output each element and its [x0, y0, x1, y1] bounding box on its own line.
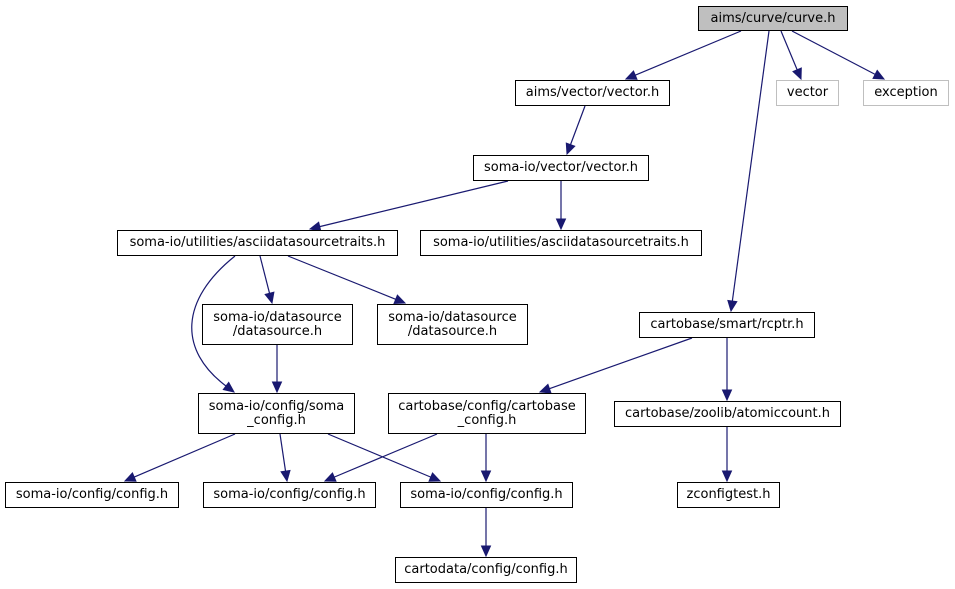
edge-atomiccount_h-to-zconfigtest_h: [721, 427, 733, 483]
edge-line: [259, 255, 271, 294]
node-cartodata-config-config-h[interactable]: cartodata/config/config.h: [395, 557, 577, 583]
edge-arrowhead: [480, 470, 492, 483]
edge-arrowhead: [538, 383, 552, 394]
edge-arrowhead: [323, 472, 337, 482]
edge-cartobase_config_h-to-config_h_3: [480, 434, 492, 483]
edge-curve_h-to-vector: [780, 30, 802, 81]
edge-ascii_traits_1-to-soma_config_h: [191, 255, 236, 393]
node-soma-io-utilities-asciidatasourcetraits-h[interactable]: soma-io/utilities/asciidatasourcetraits.…: [117, 230, 398, 256]
node-label: soma-io/config/config.h: [213, 487, 366, 502]
edge-soma_config_h-to-config_h_2: [279, 433, 291, 483]
node-label-line-1: soma-io/datasource: [213, 309, 342, 325]
edge-curve_h-to-rcptr_h: [727, 30, 770, 313]
node-label: cartobase/smart/rcptr.h: [650, 317, 804, 332]
node-label-line-1: cartobase/config/cartobase: [398, 398, 576, 414]
node-label: cartobase/zoolib/atomiccount.h: [625, 406, 830, 421]
edge-aims_vector_h-to-somaio_vector_h: [565, 105, 586, 156]
edge-rcptr_h-to-cartobase_config_h: [538, 337, 693, 394]
node-aims-vector-vector-h[interactable]: aims/vector/vector.h: [515, 80, 670, 106]
edge-curve_h-to-aims_vector_h: [624, 30, 742, 80]
node-cartobase-zoolib-atomiccount-h[interactable]: cartobase/zoolib/atomiccount.h: [614, 401, 841, 427]
edge-arrowhead: [565, 142, 576, 156]
node-soma-io-config-config-h[interactable]: soma-io/config/config.h: [400, 482, 573, 508]
edge-line: [191, 255, 236, 387]
edge-line: [780, 30, 798, 70]
edge-arrowhead: [727, 299, 738, 313]
node-label: soma-io/config/config.h: [410, 487, 563, 502]
edge-line: [549, 337, 693, 390]
node-label: aims/curve/curve.h: [710, 10, 836, 26]
node-cartobase-config-cartobase-config-h[interactable]: cartobase/config/cartobase _config.h: [388, 393, 586, 434]
edge-line: [319, 180, 509, 228]
edge-arrowhead: [222, 381, 235, 393]
node-label: soma-io/utilities/asciidatasourcetraits.…: [129, 235, 386, 250]
node-label-line-2: /datasource.h: [407, 323, 498, 339]
edge-somaio_vector_h-to-ascii_traits_1: [308, 180, 509, 232]
node-label-line-2: _config.h: [247, 412, 306, 428]
node-soma-io-utilities-asciidatasourcetraits-h[interactable]: soma-io/utilities/asciidatasourcetraits.…: [420, 230, 702, 256]
node-label: exception: [874, 85, 938, 100]
edge-config_h_3-to-cartodata_config_h: [480, 508, 492, 558]
edge-line: [634, 30, 742, 76]
edge-line: [791, 30, 876, 75]
edge-line: [279, 433, 287, 472]
node-label: soma-io/utilities/asciidatasourcetraits.…: [433, 235, 689, 250]
edge-ascii_traits_1-to-datasource_2: [287, 255, 407, 304]
edge-datasource_1-to-soma_config_h: [271, 345, 283, 394]
edge-arrowhead: [480, 545, 492, 558]
node-label: soma-io/vector/vector.h: [483, 160, 639, 175]
edge-line: [327, 433, 432, 478]
node-zconfigtest-h[interactable]: zconfigtest.h: [677, 482, 780, 508]
edge-line: [569, 105, 586, 145]
edge-arrowhead: [271, 381, 283, 394]
edge-arrowhead: [872, 69, 886, 80]
node-label: aims/vector/vector.h: [525, 85, 660, 100]
node-soma-io-vector-vector-h[interactable]: soma-io/vector/vector.h: [473, 155, 649, 181]
edge-ascii_traits_1-to-datasource_1: [259, 255, 275, 305]
edge-arrowhead: [264, 291, 275, 305]
node-label-line-1: soma-io/datasource: [388, 309, 517, 325]
node-label: cartodata/config/config.h: [404, 562, 568, 577]
edge-curve_h-to-exception: [791, 30, 886, 80]
edge-somaio_vector_h-to-ascii_traits_2: [555, 181, 567, 231]
node-label: zconfigtest.h: [686, 487, 771, 502]
edge-line: [731, 30, 770, 302]
edge-arrowhead: [393, 294, 407, 304]
node-label-line-2: /datasource.h: [232, 323, 323, 339]
node-label: soma-io/config/config.h: [15, 487, 169, 502]
node-vector: vector: [776, 80, 839, 106]
node-soma-io-config-config-h[interactable]: soma-io/config/config.h: [5, 482, 179, 508]
edge-cartobase_config_h-to-config_h_2: [323, 433, 438, 482]
edge-arrowhead: [624, 70, 638, 80]
edge-arrowhead: [280, 469, 291, 483]
edge-arrowhead: [721, 470, 733, 483]
edge-arrowhead: [721, 389, 733, 402]
edge-rcptr_h-to-atomiccount_h: [721, 338, 733, 402]
edge-soma_config_h-to-config_h_3: [327, 433, 442, 482]
edge-arrowhead: [792, 67, 802, 81]
node-aims-curve-curve-h: aims/curve/curve.h: [698, 6, 848, 31]
edge-line: [133, 433, 236, 478]
edge-line: [287, 255, 396, 300]
node-label-line-2: _config.h: [457, 412, 517, 428]
node-label: vector: [786, 85, 829, 100]
node-exception: exception: [863, 80, 949, 106]
node-soma-io-datasource-datasource-h[interactable]: soma-io/datasource /datasource.h: [202, 304, 353, 345]
node-label-line-1: soma-io/config/soma: [208, 398, 345, 414]
edge-arrowhead: [428, 472, 442, 482]
edge-soma_config_h-to-config_h_1: [123, 433, 236, 482]
edge-arrowhead: [555, 218, 567, 231]
edge-arrowhead: [123, 472, 137, 482]
node-cartobase-smart-rcptr-h[interactable]: cartobase/smart/rcptr.h: [639, 312, 815, 338]
node-soma-io-config-soma-config-h[interactable]: soma-io/config/soma _config.h: [198, 393, 355, 434]
node-soma-io-datasource-datasource-h[interactable]: soma-io/datasource /datasource.h: [377, 304, 528, 345]
edge-line: [333, 433, 438, 478]
node-soma-io-config-config-h[interactable]: soma-io/config/config.h: [203, 482, 376, 508]
